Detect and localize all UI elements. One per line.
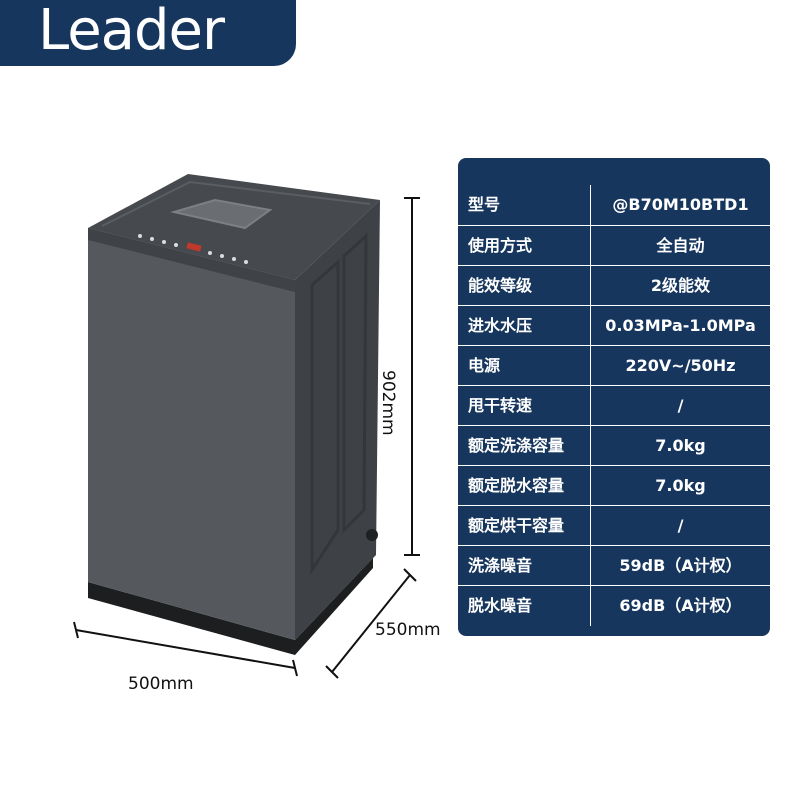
spec-row: 能效等级 2级能效 (458, 265, 770, 306)
cell-divider (590, 586, 591, 626)
spec-row: 额定洗涤容量 7.0kg (458, 425, 770, 466)
spec-value: 全自动 (656, 236, 705, 255)
spec-row: 额定烘干容量 / (458, 505, 770, 546)
cell-divider (590, 346, 591, 386)
spec-label: 额定脱水容量 (468, 476, 565, 495)
spec-label: 能效等级 (468, 276, 533, 295)
spec-value: 7.0kg (655, 476, 706, 495)
spec-row-model: 型号 @B70M10BTD1 (458, 185, 770, 225)
spec-value: / (677, 516, 684, 535)
depth-dimension-label: 550mm (375, 620, 441, 640)
brand-logo: Leader (38, 0, 225, 63)
cell-divider (590, 426, 591, 466)
spec-label-text: 型号 (468, 195, 501, 214)
spec-value: 220V~/50Hz (625, 356, 736, 375)
spec-label: 使用方式 (468, 236, 533, 255)
spec-row: 甩干转速 / (458, 385, 770, 426)
spec-label: 额定烘干容量 (468, 516, 565, 535)
spec-row: 进水水压 0.03MPa-1.0MPa (458, 305, 770, 346)
spec-label: 进水水压 (468, 316, 533, 335)
spec-value: 59dB（A计权） (619, 556, 742, 575)
washing-machine-image (88, 174, 380, 655)
spec-row: 脱水噪音 69dB（A计权） (458, 585, 770, 626)
spec-row: 使用方式 全自动 (458, 225, 770, 266)
spec-value: 0.03MPa-1.0MPa (605, 316, 756, 335)
spec-value: 2级能效 (650, 276, 711, 295)
height-dimension-label: 902mm (378, 370, 398, 436)
spec-label: 脱水噪音 (468, 596, 533, 615)
cell-divider (590, 386, 591, 426)
cell-divider (590, 306, 591, 346)
cell-divider (590, 185, 591, 225)
spec-label: 额定洗涤容量 (468, 436, 565, 455)
spec-label: 型号 (468, 185, 564, 225)
spec-row: 额定脱水容量 7.0kg (458, 465, 770, 506)
cell-divider (590, 546, 591, 586)
spec-label: 电源 (468, 356, 501, 375)
spec-table: 型号 @B70M10BTD1 使用方式 全自动 能效等级 2级能效 进水水压 0… (458, 158, 770, 636)
spec-row: 洗涤噪音 59dB（A计权） (458, 545, 770, 586)
cell-divider (590, 466, 591, 506)
spec-value: @B70M10BTD1 (612, 195, 749, 214)
spec-value: / (677, 396, 684, 415)
spec-value: 7.0kg (655, 436, 706, 455)
brand-logo-banner: Leader (0, 0, 296, 66)
width-dimension-label: 500mm (128, 674, 194, 694)
spec-row: 电源 220V~/50Hz (458, 345, 770, 386)
cell-divider (590, 226, 591, 266)
spec-label: 甩干转速 (468, 396, 533, 415)
spec-value: 69dB（A计权） (619, 596, 742, 615)
spec-label: 洗涤噪音 (468, 556, 533, 575)
cell-divider (590, 506, 591, 546)
cell-divider (590, 266, 591, 306)
